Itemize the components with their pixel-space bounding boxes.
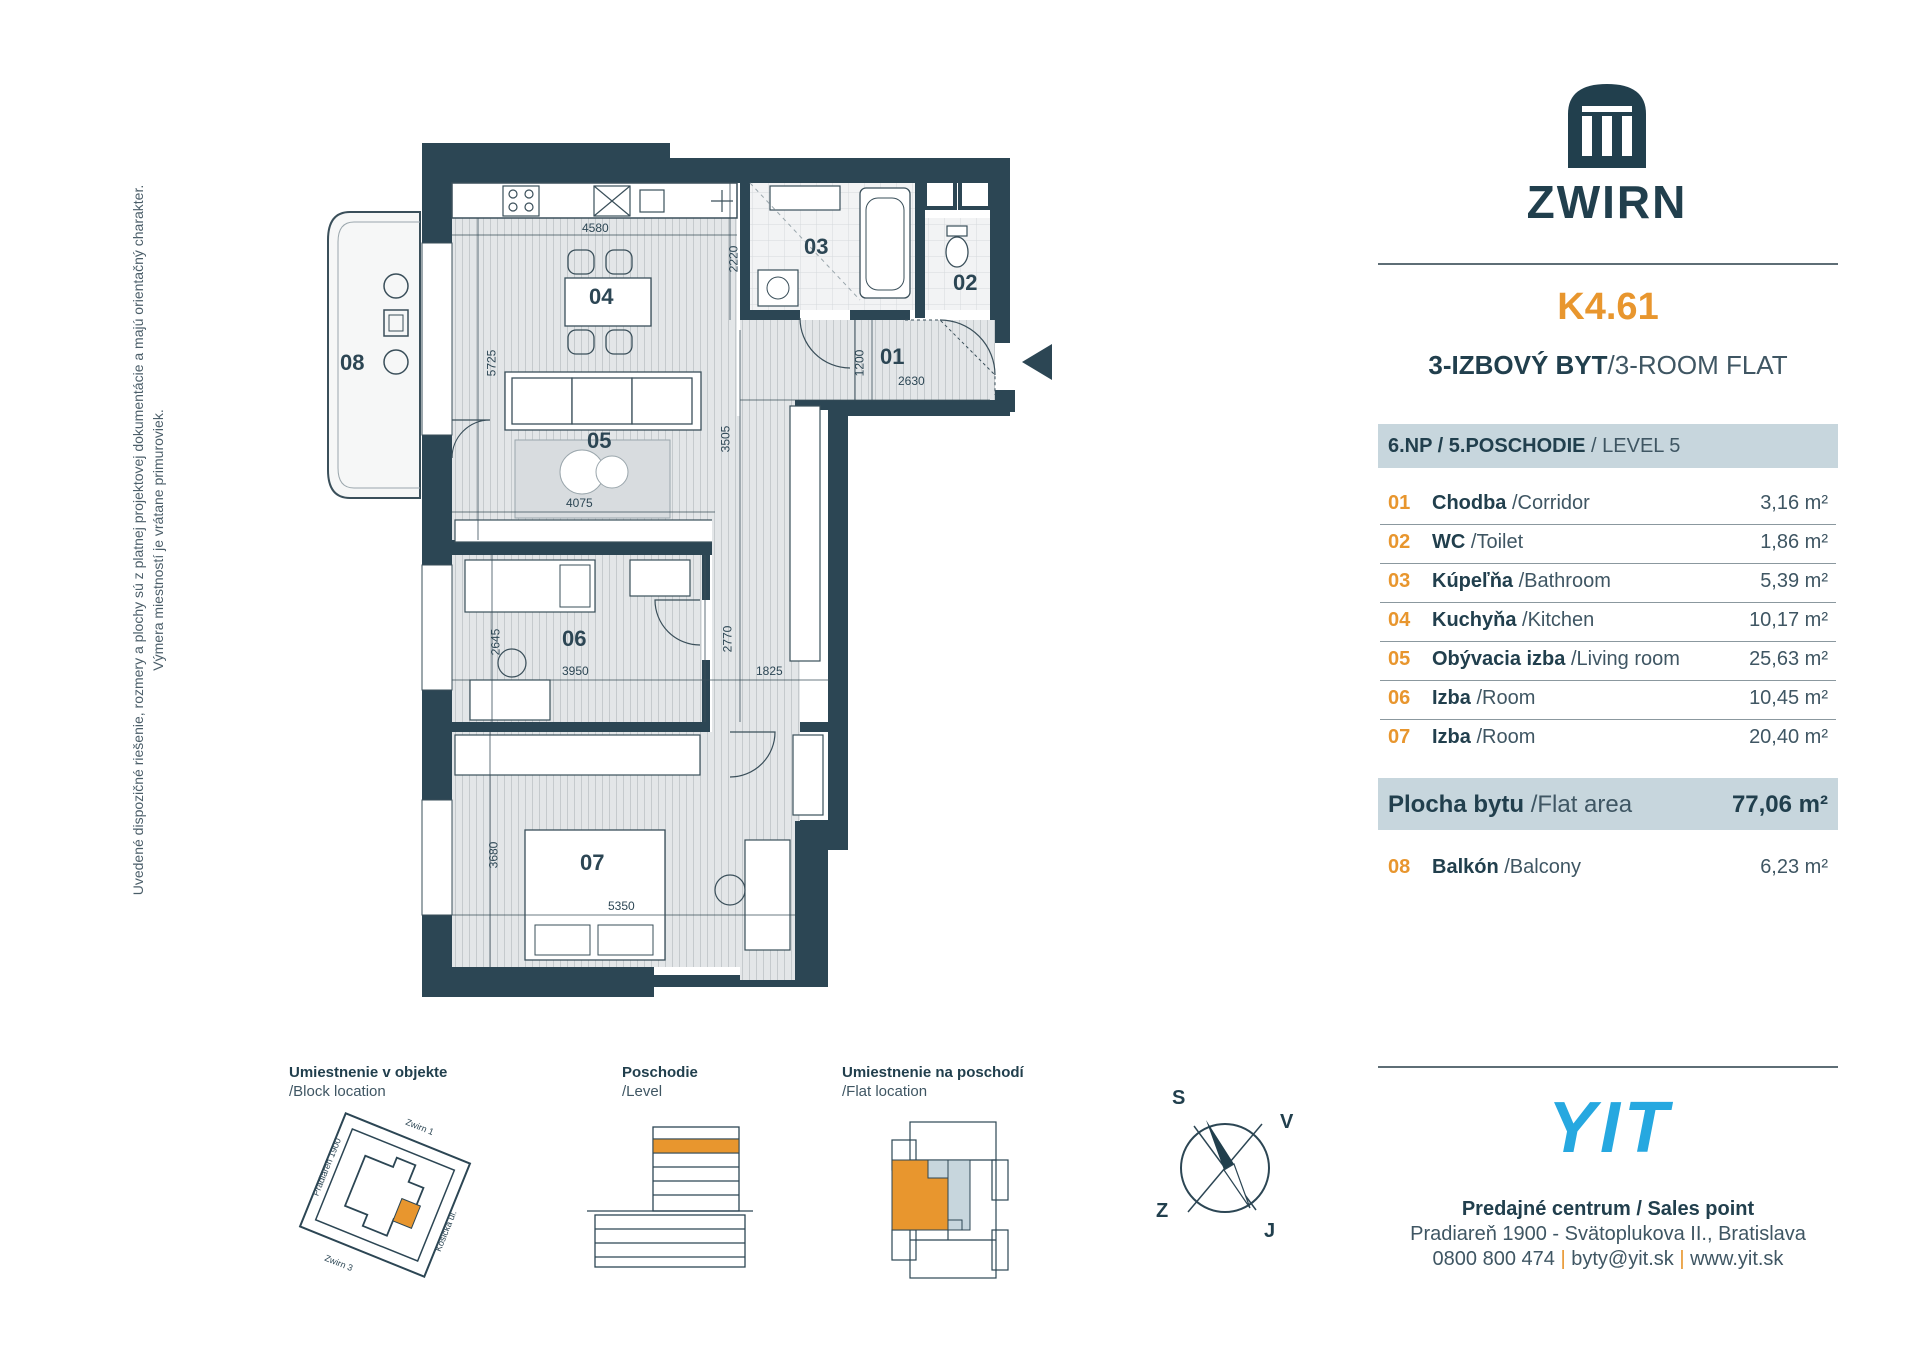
wardrobe-07 [454,734,701,776]
divider-top [1378,263,1838,265]
plan-label-07: 07 [580,850,605,875]
bed-06 [464,559,596,613]
block-location-map [298,1112,472,1278]
compass-south: J [1264,1220,1276,1242]
plan-label-04: 04 [589,284,614,309]
level-sub: /Level [622,1083,663,1100]
walls [422,143,1015,997]
dim-4580: 4580 [582,221,609,235]
wardrobe [789,405,821,662]
dim-5725: 5725 [484,349,499,377]
divider-bottom [1378,1066,1838,1068]
tv-unit [454,519,718,543]
room-row-08: 08 Balkón /Balcony 6,23 m² [1388,856,1828,878]
dim-5350: 5350 [608,899,635,913]
dining-table [564,249,652,355]
block-location-title: Umiestnenie v objekte [289,1064,448,1081]
dim-1825: 1825 [756,664,783,678]
dim-1200: 1200 [852,349,867,377]
block-location-sub: /Block location [289,1083,386,1100]
sales-phone[interactable]: 0800 800 474 [1432,1248,1555,1270]
dim-3505: 3505 [718,425,733,453]
room-row-05: 05 Obývacia izba /Living room 25,63 m² [1380,642,1836,681]
room-row-02: 02 WC /Toilet 1,86 m² [1380,525,1836,564]
entrance-arrow [1022,344,1052,380]
compass-north: S [1172,1087,1186,1109]
sofa [504,371,702,431]
flat-type: 3-IZBOVÝ BYT/3-ROOM FLAT [1428,350,1788,380]
plan-label-08: 08 [340,350,365,375]
desk-07 [744,839,791,951]
flat-location-title: Umiestnenie na poschodí [842,1064,1024,1081]
room-row-04: 04 Kuchyňa /Kitchen 10,17 m² [1380,603,1836,642]
room-row-06: 06 Izba /Room 10,45 m² [1380,681,1836,720]
zwirn-wordmark: ZWIRN [1526,176,1688,228]
bathtub [859,187,911,299]
zwirn-logo-icon [1568,84,1646,168]
sales-address: Pradiareň 1900 - Svätoplukova II., Brati… [1410,1223,1806,1245]
sales-email[interactable]: byty@yit.sk [1571,1248,1674,1270]
dim-2770: 2770 [720,625,735,653]
sales-contacts: 0800 800 474 | byty@yit.sk | www.yit.sk [1432,1248,1784,1270]
desk-06 [469,679,551,721]
compass-west: Z [1156,1200,1169,1222]
compass-east: V [1280,1111,1294,1133]
sales-title: Predajné centrum / Sales point [1461,1198,1755,1220]
dim-2220: 2220 [726,245,741,273]
floor-corridor [740,320,995,400]
room-row-01: 01 Chodba /Corridor 3,16 m² [1380,486,1836,525]
plan-label-06: 06 [562,626,587,651]
level-title: Poschodie [622,1064,698,1081]
plan-label-02: 02 [953,270,978,295]
room-row-03: 03 Kúpeľňa /Bathroom 5,39 m² [1380,564,1836,603]
plan-label-01: 01 [880,344,905,369]
dim-3950: 3950 [562,664,589,678]
yit-logo: YIT [1547,1088,1672,1168]
plan-label-03: 03 [804,234,829,259]
washer [757,269,799,307]
dim-4075: 4075 [566,496,593,510]
compass-icon [1180,1120,1270,1213]
flat-location-sub: /Flat location [842,1083,928,1100]
dim-3680: 3680 [486,841,501,869]
bed-07 [524,829,666,961]
disclaimer: Uvedené dispozičné riešenie, rozmery a p… [130,184,166,896]
dim-2645: 2645 [488,628,503,656]
dim-2630: 2630 [898,374,925,388]
toilet [945,236,969,268]
balcony-08 [327,211,421,499]
level-diagram [587,1126,753,1268]
flat-code: K4.61 [1557,286,1659,328]
kitchen-appliances [502,185,733,217]
total-area-value: 77,06 m² [1731,791,1828,818]
level-bar: 6.NP / 5.POSCHODIE / LEVEL 5 [1378,424,1838,468]
plan-label-05: 05 [587,428,612,453]
total-area-bar: Plocha bytu /Flat area 77,06 m² [1378,778,1838,830]
flat-location-diagram [891,1121,1009,1279]
room-row-07: 07 Izba /Room 20,40 m² [1388,726,1828,748]
sales-web[interactable]: www.yit.sk [1690,1248,1784,1270]
sink-counter [769,185,841,211]
